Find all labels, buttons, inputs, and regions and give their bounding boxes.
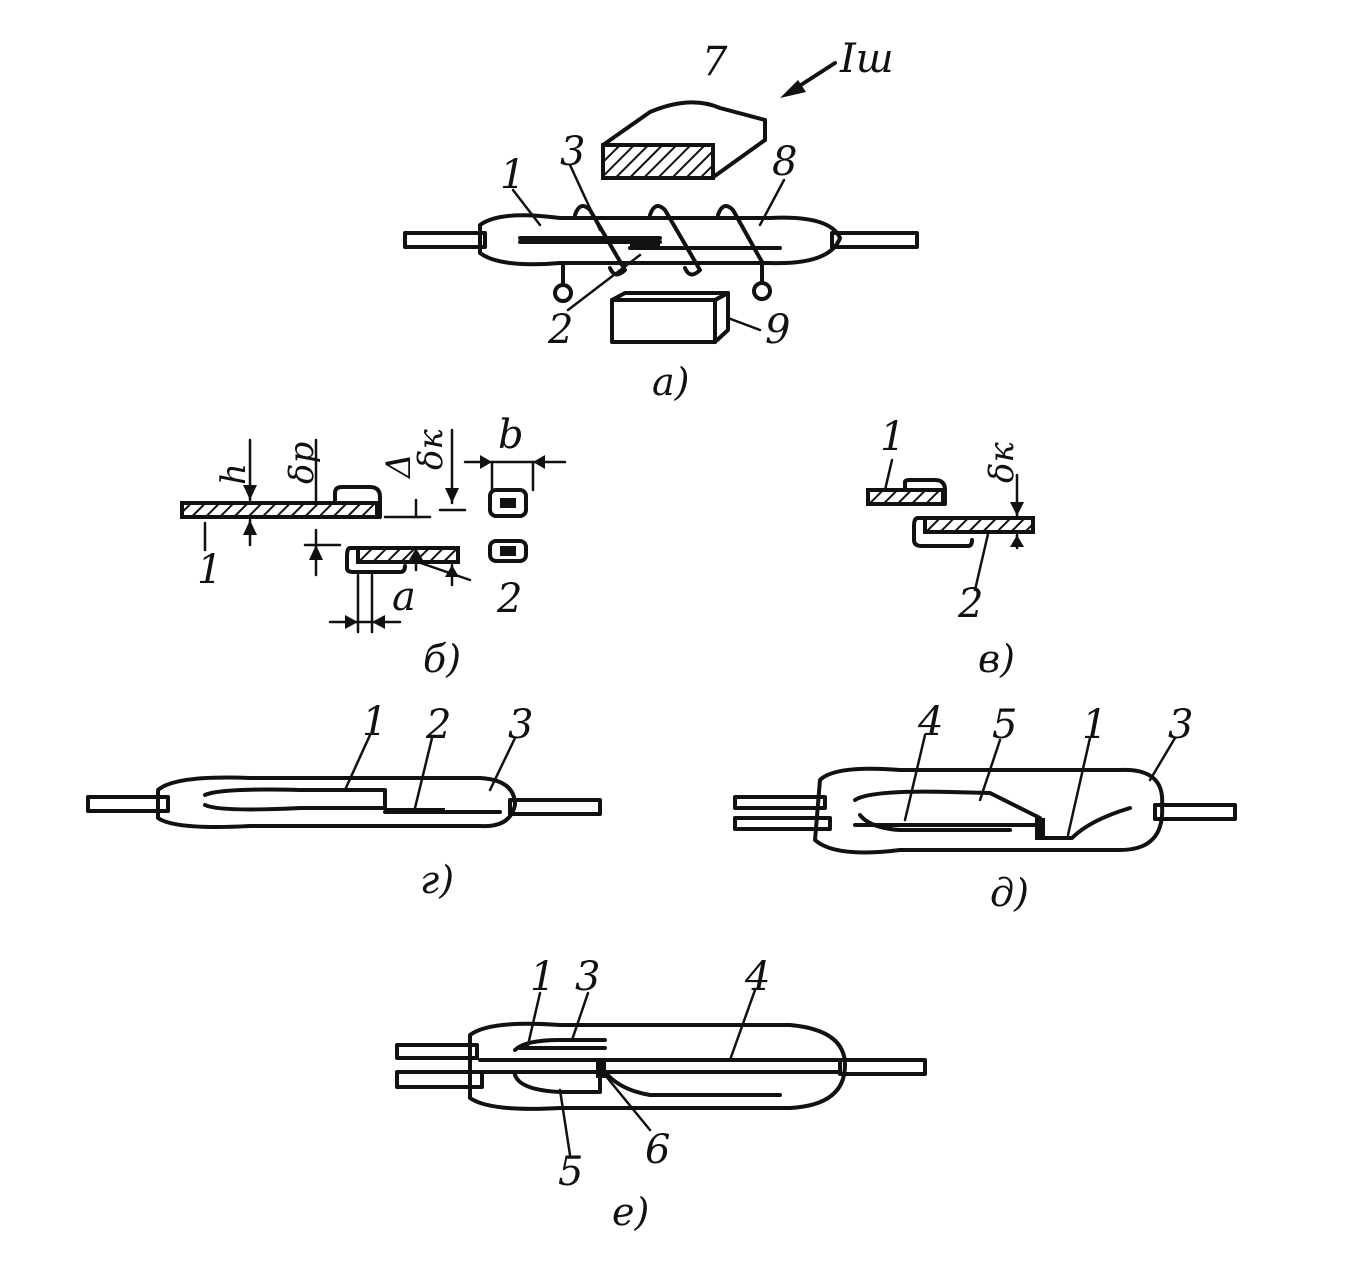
contact-blades: [518, 236, 782, 250]
caption-e: е): [612, 1190, 649, 1234]
caption-a: а): [652, 360, 689, 404]
label-b-2: 2: [496, 576, 522, 622]
dim-delta-p: δр: [282, 442, 322, 484]
label-v-2: 2: [957, 581, 983, 627]
label-g-2: 2: [425, 702, 451, 748]
label-1: 1: [500, 152, 525, 198]
label-e-3: 3: [575, 954, 600, 1000]
dim-h: h: [214, 463, 254, 485]
caption-v: в): [978, 637, 1015, 681]
panel-g: 1 2 3 г): [86, 699, 602, 902]
label-3: 3: [560, 129, 585, 175]
label-d-5: 5: [992, 702, 1017, 748]
label-e-6: 6: [645, 1127, 670, 1173]
label-8: 8: [772, 139, 797, 185]
control-winding: [553, 204, 772, 303]
shunt-block-9: [610, 291, 730, 344]
label-d-3: 3: [1168, 702, 1193, 748]
label-e-5: 5: [558, 1149, 583, 1195]
label-7: 7: [702, 39, 728, 85]
dim-v-delta-k: δк: [982, 442, 1022, 483]
label-e-1: 1: [530, 954, 555, 1000]
current-label: Iш: [839, 36, 894, 82]
label-9: 9: [765, 307, 790, 353]
panel-v: 1 δк 2 в): [866, 414, 1035, 681]
label-v-1: 1: [880, 414, 905, 460]
dim-a: a: [392, 574, 416, 620]
label-g-1: 1: [362, 699, 387, 745]
panel-d: 4 5 1 3 д): [733, 699, 1237, 915]
label-2: 2: [547, 307, 573, 353]
dim-delta-k: δк: [411, 429, 451, 470]
current-arrow: [780, 61, 837, 98]
permanent-magnet-7: [601, 100, 767, 180]
label-b-1: 1: [197, 547, 222, 593]
caption-g: г): [420, 858, 454, 902]
panel-b: h δр Δ δк b a 1 2 б): [180, 412, 567, 681]
dim-b: b: [498, 412, 524, 458]
caption-d: д): [990, 871, 1029, 915]
dim-big-delta: Δ: [379, 453, 419, 480]
label-d-1: 1: [1082, 702, 1107, 748]
label-g-3: 3: [508, 702, 533, 748]
caption-b: б): [423, 637, 461, 681]
panel-e: 1 3 4 5 6 е): [395, 954, 927, 1234]
panel-a: Iш: [403, 36, 919, 404]
label-e-4: 4: [744, 954, 770, 1000]
label-d-4: 4: [917, 699, 943, 745]
